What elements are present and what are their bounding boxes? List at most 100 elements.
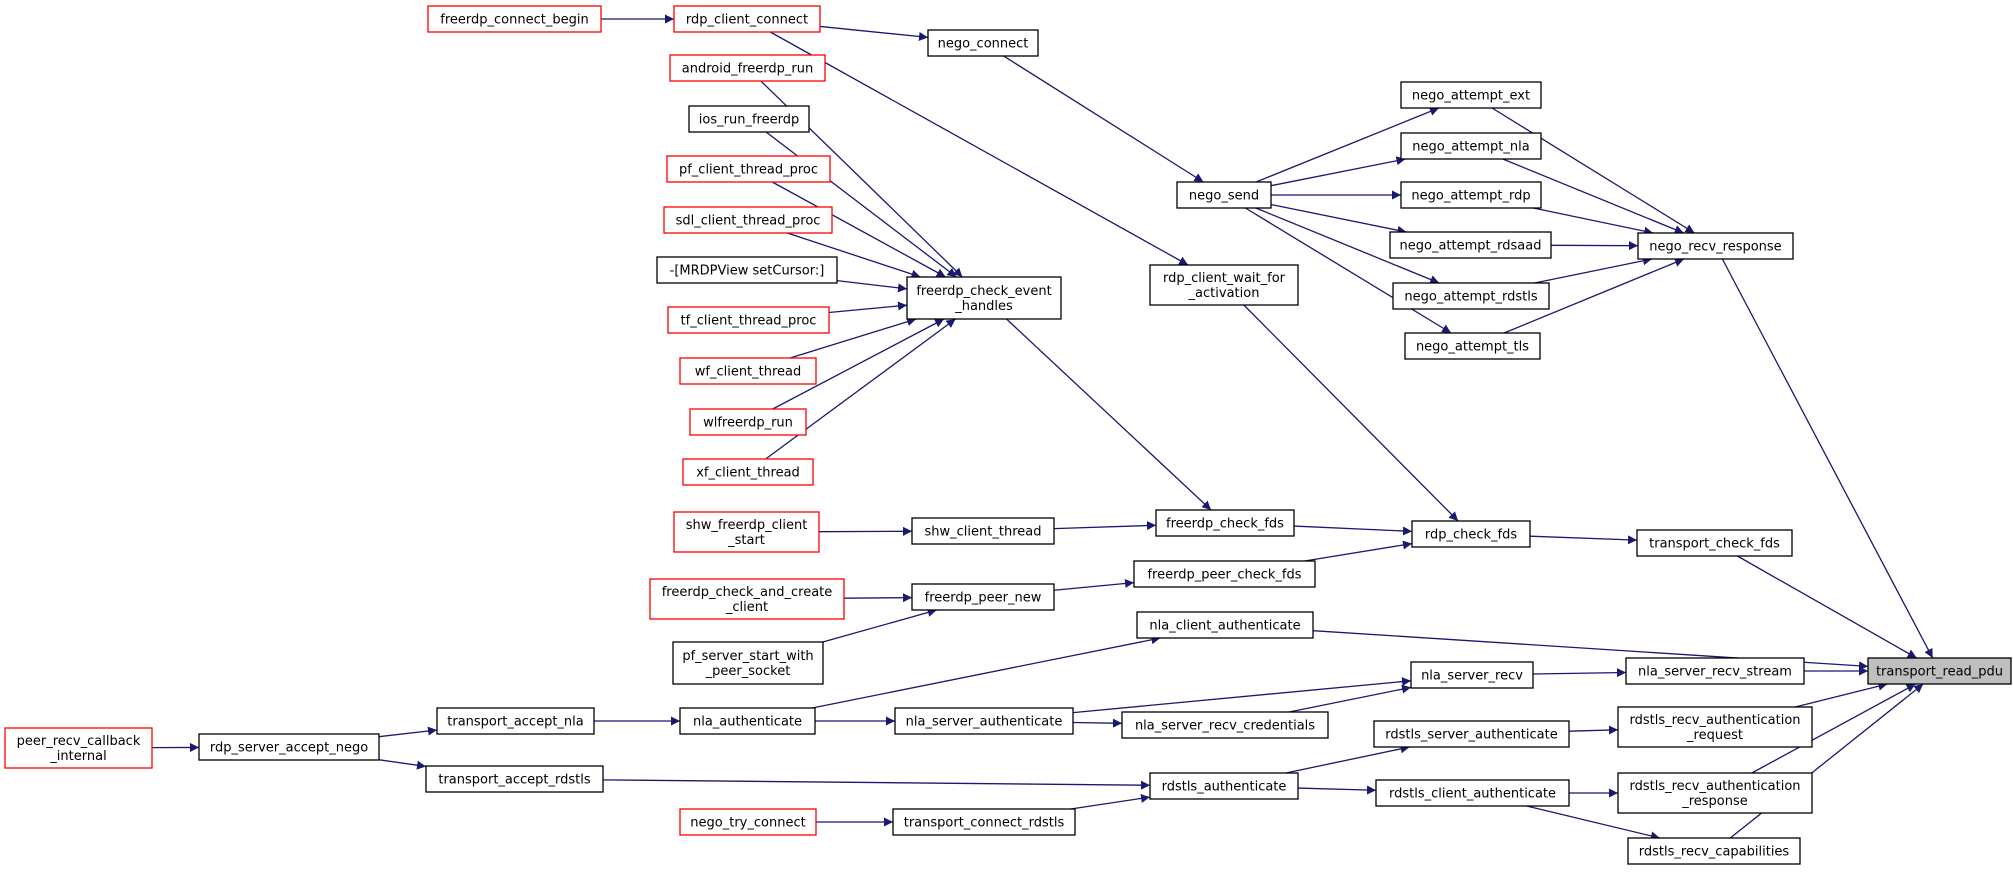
node-freerdp-check-and-create-client[interactable]: freerdp_check_and_create_client (649, 578, 845, 620)
node-label: nla_server_recv (1421, 669, 1523, 684)
node-box (1617, 772, 1813, 814)
node-rdstls-server-authenticate[interactable]: rdstls_server_authenticate (1373, 720, 1570, 748)
node-rdp-server-accept-nego[interactable]: rdp_server_accept_nego (198, 733, 380, 761)
edge-nego-attempt-rdp-to-nego-recv-response (1533, 207, 1654, 236)
node-nla-server-recv[interactable]: nla_server_recv (1410, 661, 1534, 689)
node-rdp-client-wait-for-activation[interactable]: rdp_client_wait_for_activation (1149, 264, 1299, 306)
node-box (1136, 611, 1314, 639)
edge-nego-attempt-ext-to-nego-recv-response (1491, 107, 1695, 234)
edge-transport-check-fds-to-transport-read-pdu (1737, 555, 1917, 659)
node-nego-attempt-rdsaad[interactable]: nego_attempt_rdsaad (1389, 231, 1552, 259)
node-label: transport_read_pdu (1876, 665, 2003, 680)
node-transport-check-fds[interactable]: transport_check_fds (1636, 529, 1793, 557)
node-freerdp-peer-new[interactable]: freerdp_peer_new (911, 583, 1055, 611)
node-box (672, 641, 824, 685)
node-nego-connect[interactable]: nego_connect (927, 29, 1039, 57)
edge-rdp-server-accept-nego-to-transport-accept-rdstls (378, 759, 427, 770)
node-sdl-client-thread-proc[interactable]: sdl_client_thread_proc (663, 206, 833, 234)
node-box (666, 155, 831, 183)
node-box (1636, 529, 1793, 557)
node-transport-read-pdu[interactable]: transport_read_pdu (1867, 657, 2012, 685)
node-mrdpview-setcursor[interactable]: -[MRDPView setCursor:] (656, 256, 838, 284)
node-box (649, 578, 845, 620)
node-label: _internal (49, 749, 106, 764)
node-nego-attempt-tls[interactable]: nego_attempt_tls (1404, 332, 1541, 360)
node-label: ios_run_freerdp (699, 113, 799, 128)
edge-wf-client-thread-to-freerdp-check-event-handles (789, 317, 917, 359)
edge-rdp-client-connect-to-nego-connect (819, 25, 929, 41)
node-label: shw_freerdp_client (686, 518, 808, 533)
node-label: nego_try_connect (690, 816, 805, 831)
node-rdstls-recv-capabilities[interactable]: rdstls_recv_capabilities (1627, 837, 1801, 865)
node-transport-accept-nla[interactable]: transport_accept_nla (436, 707, 595, 735)
node-label: nla_authenticate (693, 715, 802, 730)
edge-shw-client-thread-to-freerdp-check-fds (1053, 521, 1157, 531)
node-label: shw_client_thread (925, 525, 1042, 540)
node-nla-client-authenticate[interactable]: nla_client_authenticate (1136, 611, 1314, 639)
node-box (1373, 720, 1570, 748)
node-freerdp-connect-begin[interactable]: freerdp_connect_begin (427, 5, 602, 33)
node-shw-freerdp-client-start[interactable]: shw_freerdp_client_start (673, 511, 820, 553)
node-box (1404, 332, 1541, 360)
node-box (1400, 181, 1542, 209)
edge-rdstls-authenticate-to-rdstls-client-authenticate (1297, 785, 1377, 795)
node-rdstls-recv-authentication-request[interactable]: rdstls_recv_authentication_request (1617, 706, 1813, 748)
node-label: nego_attempt_rdsaad (1400, 239, 1542, 254)
node-wlfreerdp-run[interactable]: wlfreerdp_run (689, 408, 807, 436)
node-rdp-client-connect[interactable]: rdp_client_connect (673, 5, 821, 33)
node-xf-client-thread[interactable]: xf_client_thread (682, 458, 814, 486)
node-label: nego_attempt_rdp (1411, 189, 1530, 204)
node-pf-server-start-with-peer-socket[interactable]: pf_server_start_with_peer_socket (672, 641, 824, 685)
node-label: nego_attempt_ext (1412, 89, 1530, 104)
edge-nla-authenticate-to-nla-client-authenticate (812, 635, 1161, 709)
node-label: rdp_check_fds (1425, 528, 1518, 543)
node-freerdp-peer-check-fds[interactable]: freerdp_peer_check_fds (1133, 560, 1316, 588)
nodes: transport_read_pdunego_recv_responsenego… (4, 5, 2012, 865)
node-rdp-check-fds[interactable]: rdp_check_fds (1411, 520, 1531, 548)
node-nla-server-recv-credentials[interactable]: nla_server_recv_credentials (1121, 711, 1329, 739)
node-peer-recv-callback-internal[interactable]: peer_recv_callback_internal (4, 727, 153, 769)
node-nla-authenticate[interactable]: nla_authenticate (679, 707, 816, 735)
node-rdstls-client-authenticate[interactable]: rdstls_client_authenticate (1375, 779, 1570, 807)
node-nla-server-authenticate[interactable]: nla_server_authenticate (894, 707, 1074, 735)
node-box (1155, 509, 1295, 537)
node-nego-send[interactable]: nego_send (1176, 181, 1272, 209)
node-pf-client-thread-proc[interactable]: pf_client_thread_proc (666, 155, 831, 183)
node-rdstls-recv-authentication-response[interactable]: rdstls_recv_authentication_response (1617, 772, 1813, 814)
node-nego-attempt-rdp[interactable]: nego_attempt_rdp (1400, 181, 1542, 209)
node-label: rdstls_recv_authentication (1629, 779, 1800, 794)
node-box (1617, 706, 1813, 748)
node-box (667, 306, 830, 334)
node-freerdp-check-fds[interactable]: freerdp_check_fds (1155, 509, 1295, 537)
node-nla-server-recv-stream[interactable]: nla_server_recv_stream (1625, 657, 1805, 685)
node-transport-connect-rdstls[interactable]: transport_connect_rdstls (892, 808, 1076, 836)
node-nego-attempt-nla[interactable]: nego_attempt_nla (1400, 132, 1542, 160)
node-label: freerdp_peer_new (925, 591, 1042, 606)
node-box (1627, 837, 1801, 865)
node-label: _handles (954, 299, 1013, 314)
edge-sdl-client-thread-proc-to-freerdp-check-event-handles (787, 232, 921, 279)
node-box (1149, 772, 1299, 800)
edge-pf-server-start-with-peer-socket-to-freerdp-peer-new (822, 608, 937, 643)
node-rdstls-authenticate[interactable]: rdstls_authenticate (1149, 772, 1299, 800)
node-nego-try-connect[interactable]: nego_try_connect (679, 808, 817, 836)
node-ios-run-freerdp[interactable]: ios_run_freerdp (688, 105, 810, 133)
node-nego-attempt-rdstls[interactable]: nego_attempt_rdstls (1392, 282, 1550, 310)
node-box (906, 276, 1062, 320)
node-box (688, 105, 810, 133)
node-transport-accept-rdstls[interactable]: transport_accept_rdstls (425, 765, 604, 793)
node-nego-attempt-ext[interactable]: nego_attempt_ext (1400, 81, 1542, 109)
node-wf-client-thread[interactable]: wf_client_thread (679, 357, 817, 385)
node-label: _peer_socket (705, 664, 791, 679)
node-nego-recv-response[interactable]: nego_recv_response (1637, 232, 1794, 260)
edge-nego-send-to-nego-attempt-tls (1245, 207, 1452, 334)
node-box (425, 765, 604, 793)
node-freerdp-check-event-handles[interactable]: freerdp_check_event_handles (906, 276, 1062, 320)
edge-nla-server-authenticate-to-nla-server-recv-credentials (1072, 718, 1123, 728)
node-tf-client-thread-proc[interactable]: tf_client_thread_proc (667, 306, 830, 334)
node-box (1400, 81, 1542, 109)
edge-rdp-client-connect-to-rdp-client-wait-for-activation (769, 31, 1189, 266)
node-android-freerdp-run[interactable]: android_freerdp_run (669, 54, 826, 82)
node-box (679, 357, 817, 385)
node-shw-client-thread[interactable]: shw_client_thread (911, 517, 1055, 545)
